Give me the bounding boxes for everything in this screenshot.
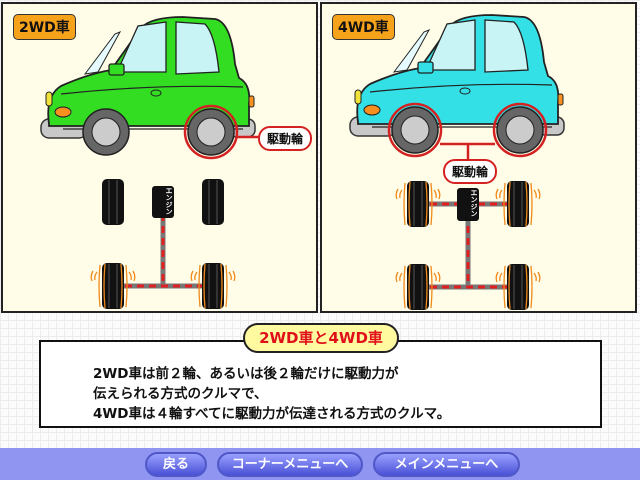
front-wheel: [391, 106, 439, 154]
drive-wheel-label: 駆動輪: [258, 126, 313, 151]
panel-tag: 2WD車: [13, 14, 76, 40]
explanation-box: 2WD車は前２輪、あるいは後２輪だけに駆動力が 伝えられる方式のクルマで、 4W…: [39, 340, 602, 428]
drive-wheel-label: 駆動輪: [443, 159, 498, 184]
drive-wheel-highlight: [183, 104, 239, 160]
explanation-line: 伝えられる方式のクルマで、: [93, 386, 268, 402]
panel-tag: 4WD車: [332, 14, 395, 40]
drive-wheel-highlight: [387, 102, 443, 158]
drive-wheel-highlight: [492, 102, 548, 158]
explanation-line: 2WD車は前２輪、あるいは後２輪だけに駆動力が: [93, 366, 399, 382]
drivetrain-4wd: [395, 180, 541, 311]
explanation-title: 2WD車と4WD車: [243, 323, 399, 353]
rear-wheel: [496, 106, 544, 154]
main-menu-button[interactable]: メインメニューへ: [373, 452, 520, 477]
4wd-illustration: [349, 14, 565, 311]
engine-label: エンジン: [470, 189, 478, 217]
corner-menu-button[interactable]: コーナーメニューへ: [217, 452, 363, 477]
drivetrain-2wd: [90, 178, 236, 310]
panel-4wd: 4WD車 駆動輪 エンジン: [320, 2, 637, 313]
panel-2wd: 2WD車 駆動輪 エンジン: [1, 2, 318, 313]
front-wheel: [82, 108, 130, 156]
engine-label: エンジン: [165, 187, 173, 215]
back-button[interactable]: 戻る: [145, 452, 207, 477]
2wd-illustration: [40, 16, 259, 310]
explanation-line: 4WD車は４輪すべてに駆動力が伝達される方式のクルマ。: [93, 406, 451, 422]
rear-wheel: [187, 108, 235, 156]
